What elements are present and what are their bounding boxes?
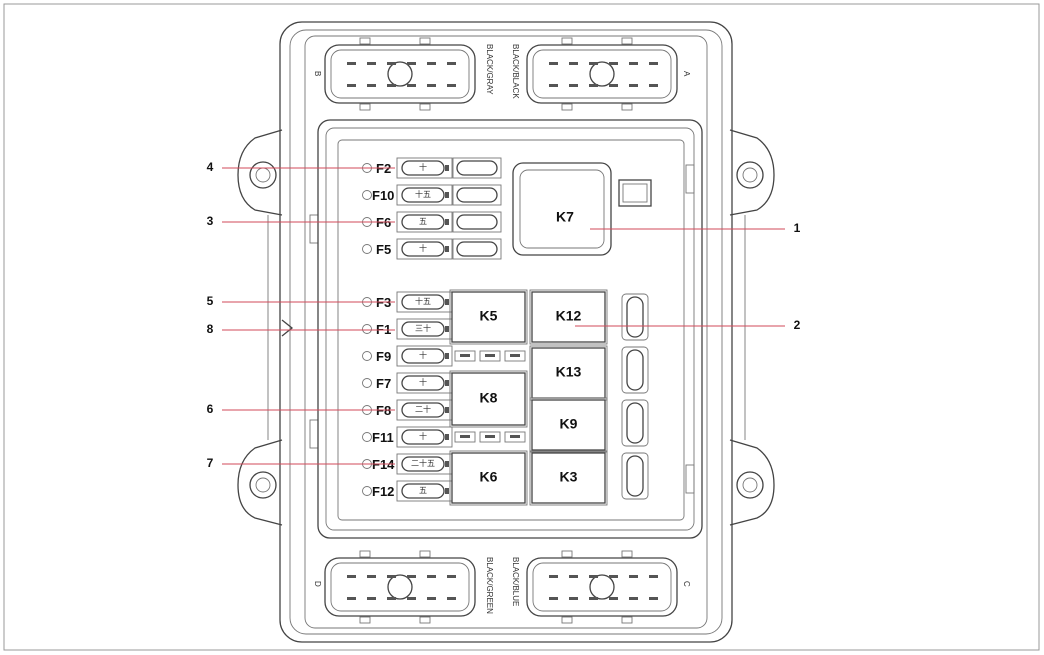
fuse-f9: F9 十: [362, 345, 526, 367]
connector-id: A: [682, 71, 691, 77]
fuse-indicator-icon: [362, 432, 372, 442]
relay-k6: K6: [449, 450, 528, 506]
callout-5: 5: [207, 294, 395, 308]
fuse-rating: 五: [419, 486, 427, 495]
callout-number: 6: [207, 402, 214, 416]
fuse-indicator-icon: [362, 324, 372, 334]
relay-label: K13: [556, 364, 582, 380]
spare-slots: [621, 293, 649, 500]
fuse-rating: 十五: [415, 296, 431, 306]
fuse-label: F10: [372, 188, 394, 203]
callout-6: 6: [207, 402, 395, 416]
relay-k7-label: K7: [556, 209, 574, 225]
connector-A: BLACK/BLACK A: [511, 37, 691, 111]
relay-label: K9: [560, 416, 578, 432]
fuse-indicator-icon: [362, 244, 372, 254]
fuse-rating: 十: [419, 162, 427, 172]
callout-number: 1: [794, 221, 801, 235]
relay-k8: K8: [449, 370, 528, 428]
callout-number: 8: [207, 322, 214, 336]
fuse-f10: F10 十五: [362, 184, 502, 206]
fuse-label: F5: [376, 242, 391, 257]
relay-label: K12: [556, 308, 582, 324]
fuse-rating: 十五: [415, 189, 431, 199]
connector-id: C: [682, 581, 691, 587]
connector-C: BLACK/BLUE C: [511, 550, 691, 624]
fuse-indicator-icon: [362, 378, 372, 388]
fuse-f5: F5 十: [362, 238, 502, 260]
fuse-f7: F7 十: [362, 372, 453, 394]
fuse-label: F7: [376, 376, 391, 391]
relay-k3: K3: [529, 450, 608, 506]
fuse-f11: F11 十: [362, 426, 526, 448]
connector-B: BLACK/GRAY B: [313, 37, 494, 111]
callout-2: 2: [575, 318, 801, 332]
fuse-label: F11: [372, 430, 394, 445]
relay-label: K3: [560, 469, 578, 485]
fuse-indicator-icon: [362, 486, 372, 496]
callout-7: 7: [207, 456, 395, 470]
relay-label: K6: [480, 469, 498, 485]
relay-label: K5: [480, 308, 498, 324]
connector-color-label: BLACK/GRAY: [485, 44, 494, 95]
callout-number: 2: [794, 318, 801, 332]
connector-color-label: BLACK/BLUE: [511, 557, 520, 606]
housing: [237, 21, 775, 643]
connector-D: BLACK/GREEN D: [313, 550, 494, 624]
relay-label: K8: [480, 390, 498, 406]
relay-k12: K12: [529, 289, 608, 345]
connector-color-label: BLACK/GREEN: [485, 557, 494, 614]
callout-number: 3: [207, 214, 214, 228]
callout-number: 4: [207, 160, 214, 174]
fuse-rating: 五: [419, 217, 427, 226]
fuse-indicator-icon: [362, 351, 372, 361]
callout-number: 7: [207, 456, 214, 470]
fuse-indicator-icon: [362, 190, 372, 200]
fuse-label: F9: [376, 349, 391, 364]
callout-3: 3: [207, 214, 395, 228]
relay-k7-socket: [512, 162, 652, 256]
connector-id: D: [313, 581, 322, 587]
fuse-rating: 二十: [415, 404, 431, 414]
fuse-label: F12: [372, 484, 394, 499]
fuse-rating: 十: [419, 431, 427, 441]
callout-1: 1: [590, 221, 801, 235]
connector-color-label: BLACK/BLACK: [511, 44, 520, 99]
connector-id: B: [313, 71, 322, 76]
relay-k5: K5: [449, 289, 528, 345]
fuse-rating: 十: [419, 243, 427, 253]
callout-4: 4: [207, 160, 395, 174]
diagram-frame: [3, 3, 1040, 651]
fuse-rating: 十: [419, 350, 427, 360]
inner-panel: [317, 119, 703, 539]
relay-k9: K9: [529, 397, 608, 453]
callout-number: 5: [207, 294, 214, 308]
callout-8: 8: [207, 322, 395, 336]
fuse-rating: 十: [419, 377, 427, 387]
fuse-rating: 二十五: [411, 458, 435, 468]
fuse-rating: 三十: [415, 323, 431, 333]
